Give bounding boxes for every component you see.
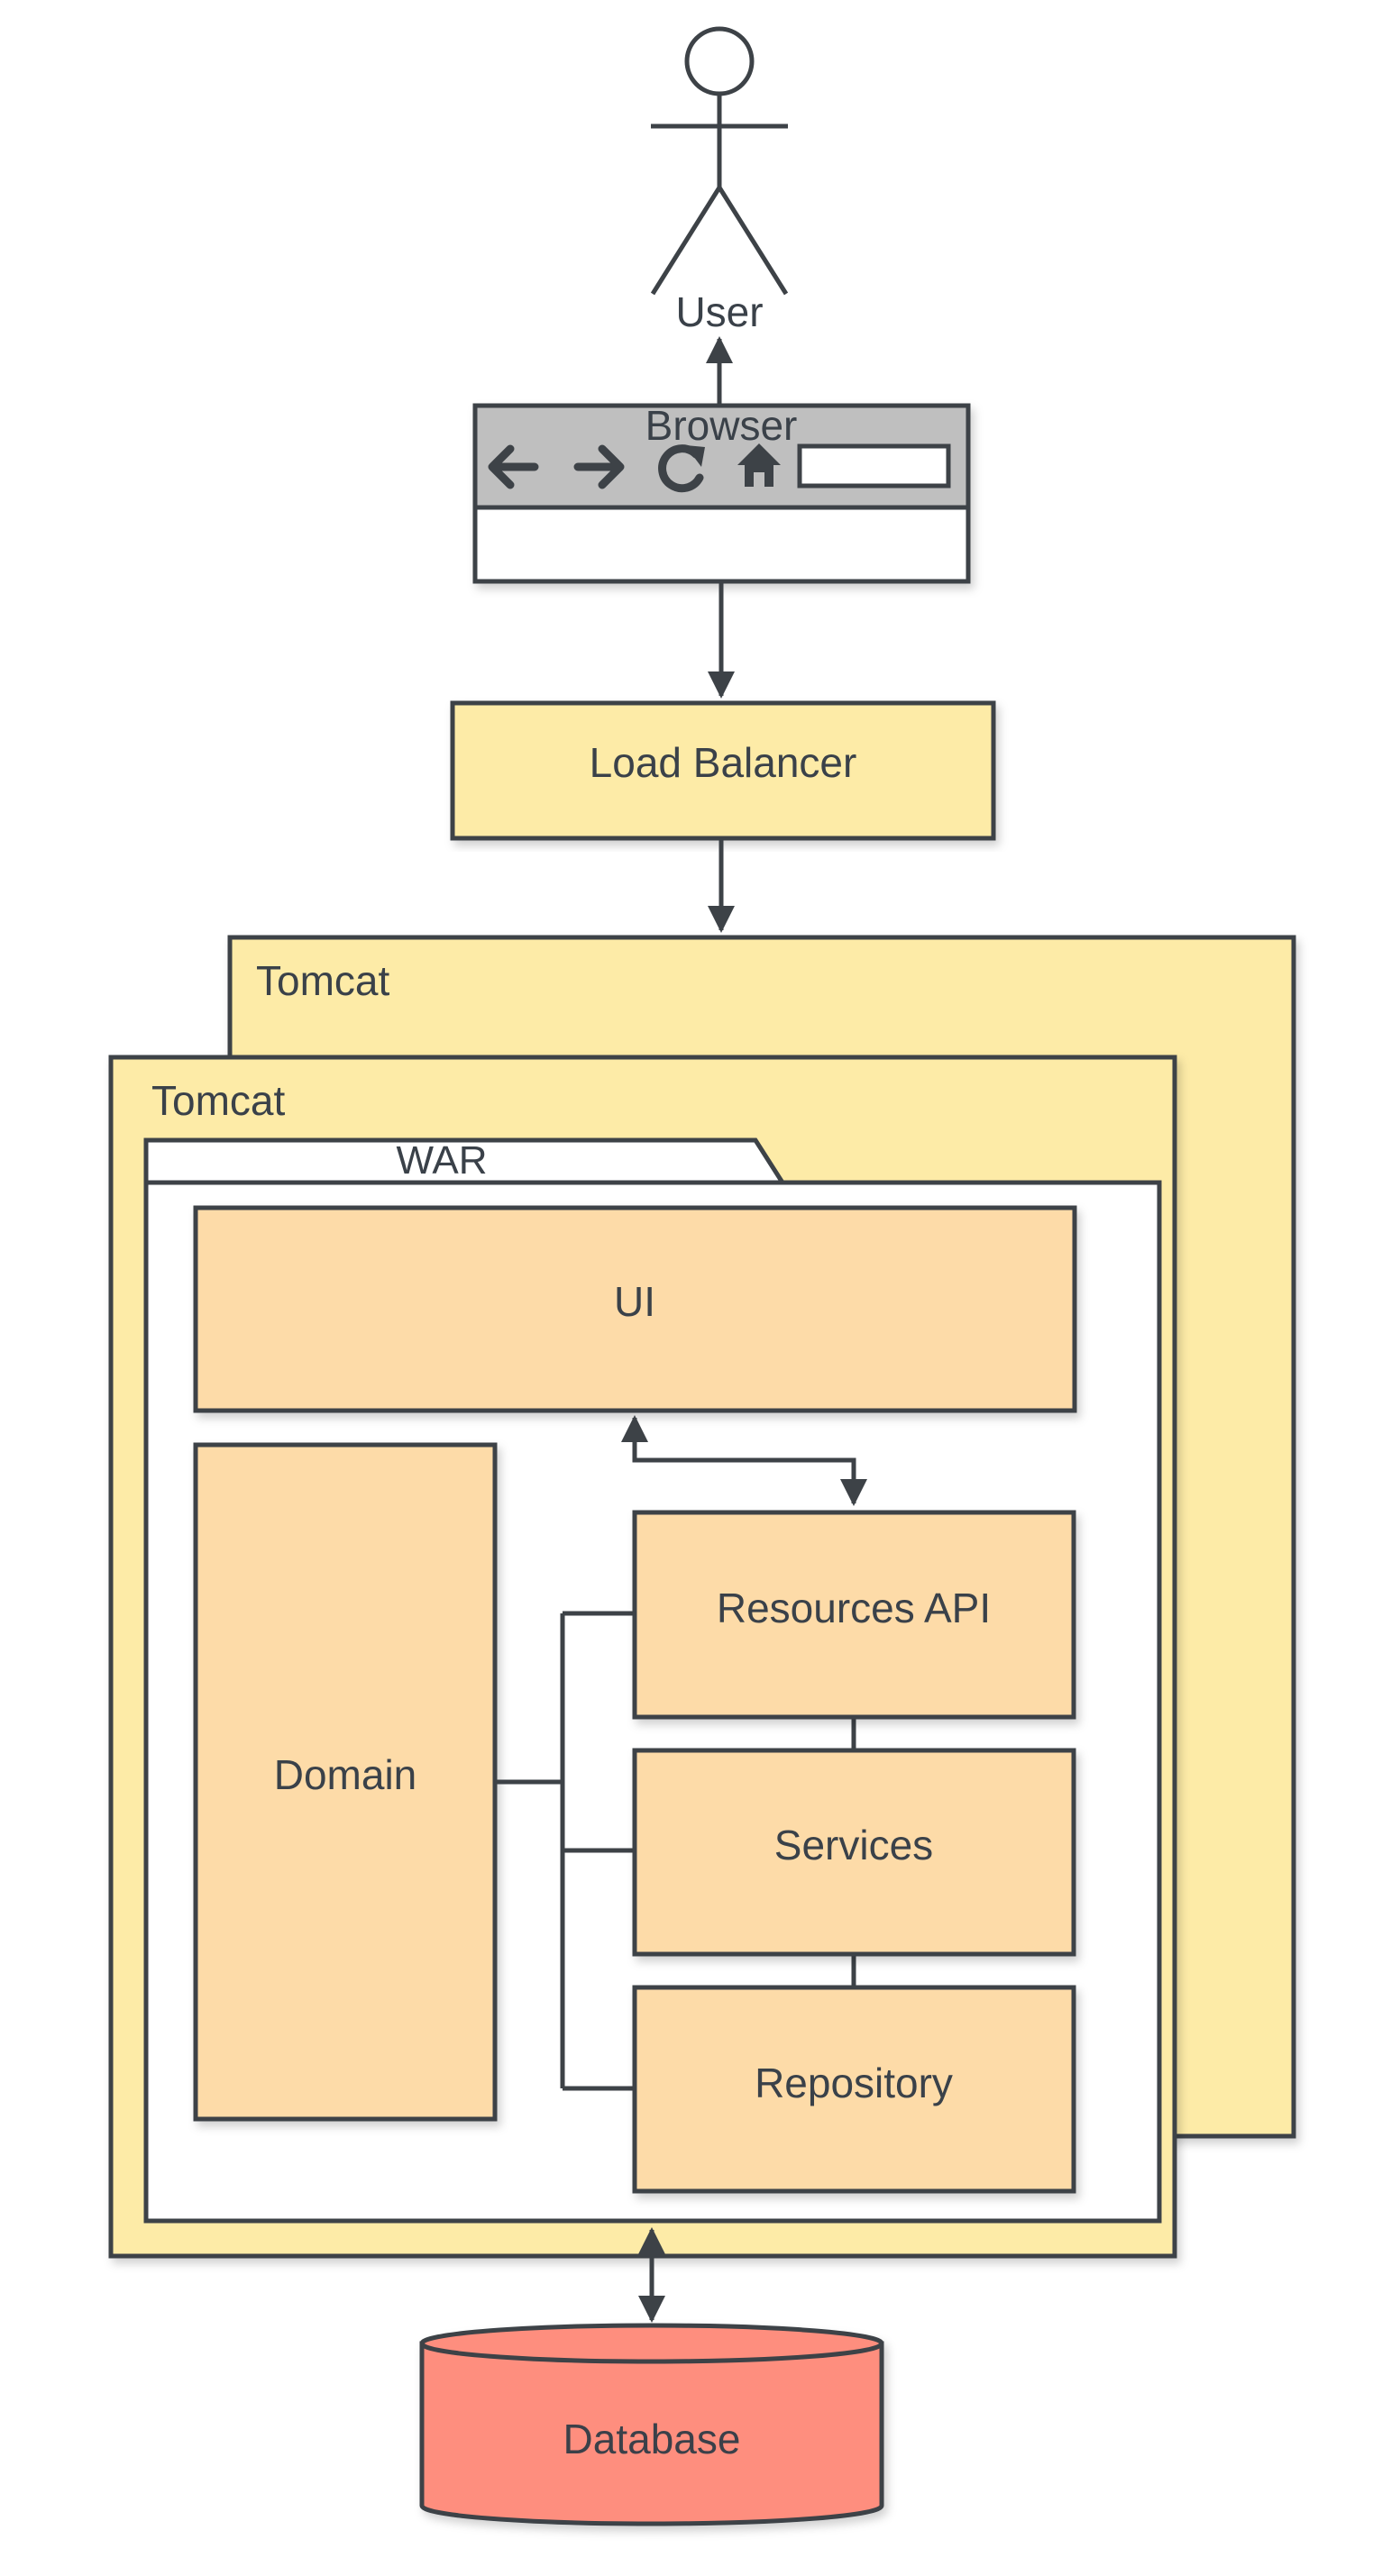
home-icon [737,443,781,487]
refresh-icon [658,444,705,493]
resources-api-label: Resources API [717,1585,991,1631]
domain-label: Domain [274,1751,417,1798]
domain-box: Domain [193,1442,498,2122]
arrow-right-icon [573,444,625,489]
resources-api-box: Resources API [632,1510,1076,1720]
connector-domain-layers [495,1611,635,2091]
user-actor-leg-left [650,186,722,296]
browser-window: Browser [472,402,971,584]
tomcat-back-label: Tomcat [256,957,389,1004]
arrow-left-icon [488,444,539,489]
user-actor-leg-right [717,186,789,296]
ui-box: UI [193,1205,1077,1413]
repository-box: Repository [632,1985,1076,2194]
browser-label: Browser [645,402,798,449]
database-cylinder: Database [419,2323,884,2526]
tomcat-front-label: Tomcat [151,1077,285,1124]
user-actor: User [650,26,789,335]
database-label: Database [563,2416,741,2462]
load-balancer-label: Load Balancer [590,739,857,786]
war-label: WAR [396,1138,487,1183]
user-actor-head [684,26,755,96]
connector-ui-resources [621,1415,867,1506]
user-label: User [675,288,763,335]
load-balancer-box: Load Balancer [450,700,996,841]
repository-label: Repository [755,2060,953,2106]
ui-label: UI [614,1278,655,1325]
services-box: Services [632,1748,1076,1957]
browser-address-bar [797,443,951,489]
services-label: Services [774,1822,933,1868]
